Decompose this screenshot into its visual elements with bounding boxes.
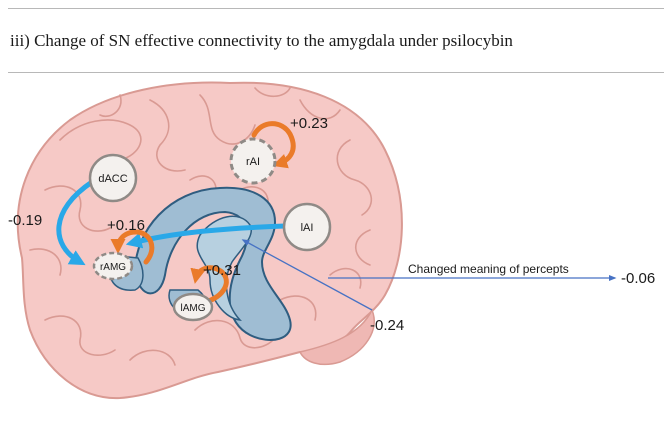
node-rai-label: rAI xyxy=(246,156,260,168)
edge-value-lai-ramg: -0.24 xyxy=(370,317,404,334)
self-loop-lamg xyxy=(190,265,229,305)
node-lai-label: lAI xyxy=(301,222,314,234)
outcome-value: -0.06 xyxy=(621,270,655,287)
title-underline xyxy=(8,72,664,73)
edge-value-rai-self: +0.23 xyxy=(290,115,328,132)
figure-title: iii) Change of SN effective connectivity… xyxy=(10,31,513,50)
node-ramg: rAMG xyxy=(92,251,134,281)
edge-value-dacc-ramg: -0.19 xyxy=(8,212,42,229)
arrow-dacc-to-ramg xyxy=(56,179,95,266)
node-dacc: dACC xyxy=(88,153,138,203)
cerebellum xyxy=(298,308,375,366)
modulation-arrow xyxy=(241,239,373,311)
self-loop-ramg xyxy=(110,229,155,265)
node-ramg-label: rAMG xyxy=(100,262,126,273)
node-rai: rAI xyxy=(229,137,277,185)
node-lamg: lAMG xyxy=(172,292,214,322)
brain-gyri xyxy=(29,87,373,366)
outcome-label: Changed meaning of percepts xyxy=(408,262,569,276)
node-dacc-label: dACC xyxy=(98,173,127,185)
self-loop-rai xyxy=(251,121,296,169)
edge-value-ramg-self: +0.16 xyxy=(107,217,145,234)
top-rule xyxy=(8,8,664,9)
node-lai: lAI xyxy=(282,202,332,252)
modulation-lines xyxy=(241,239,617,311)
self-connections xyxy=(110,121,296,305)
node-lamg-label: lAMG xyxy=(181,303,206,314)
edge-value-lamg-self: +0.31 xyxy=(203,262,241,279)
